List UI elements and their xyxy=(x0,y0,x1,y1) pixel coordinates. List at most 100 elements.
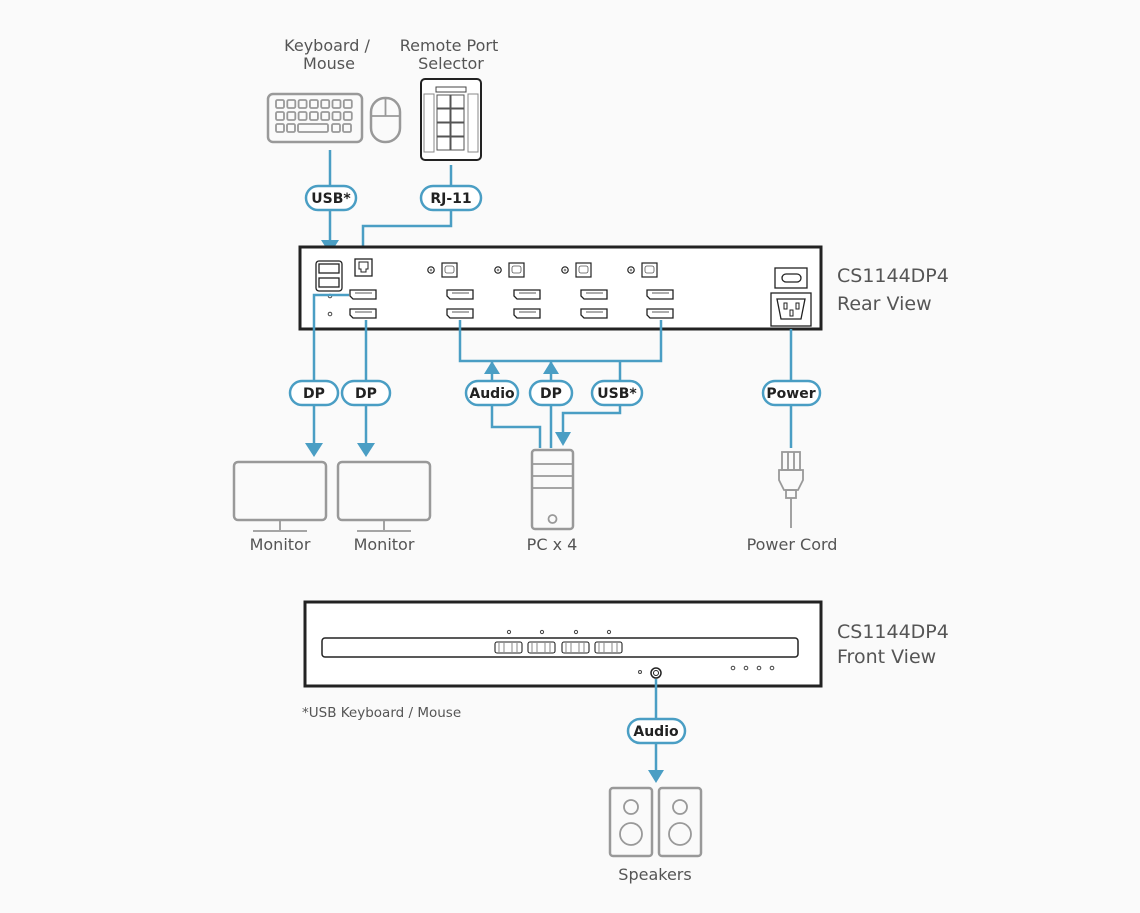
keyboard-key xyxy=(342,111,353,121)
rj11-pill-label: RJ-11 xyxy=(430,191,471,207)
displayport-port xyxy=(646,308,674,319)
dp-pc-label: DP xyxy=(540,386,562,402)
monitor-1-cable xyxy=(312,293,349,381)
keyboard-key xyxy=(286,99,297,109)
keyboard-key xyxy=(297,123,329,133)
front-view-label: Front View xyxy=(837,646,936,668)
usb-port xyxy=(318,263,340,274)
selector-key xyxy=(436,94,451,109)
usb-pc-pill: USB* xyxy=(590,379,644,407)
usb-pc-label: USB* xyxy=(597,386,637,402)
arrow-down-icon xyxy=(648,770,664,783)
footnote: *USB Keyboard / Mouse xyxy=(302,705,461,721)
dp-pc-pill: DP xyxy=(528,379,574,407)
arrow-up-icon xyxy=(484,361,500,374)
power-cord-label: Power Cord xyxy=(747,535,838,554)
monitor-2-icon xyxy=(336,460,432,532)
pc-label: PC x 4 xyxy=(527,535,578,554)
dp-monitor-2-label: DP xyxy=(355,386,377,402)
pc-port-bus xyxy=(458,320,663,363)
dp-monitor-1-pill: DP xyxy=(288,379,340,407)
keyboard-key xyxy=(342,123,352,133)
usb-b-port xyxy=(575,262,592,278)
audio-speaker-pill: Audio xyxy=(626,717,687,745)
front-view-model: CS1144DP4 xyxy=(837,621,949,643)
monitor-2-label: Monitor xyxy=(354,535,415,554)
power-pill: Power xyxy=(761,379,822,407)
rj11-cable-lower xyxy=(361,210,453,256)
displayport-port xyxy=(513,289,541,300)
power-plug-icon xyxy=(778,451,804,528)
kvm-front-panel xyxy=(303,600,823,688)
port-led xyxy=(506,629,512,635)
usb-b-port xyxy=(508,262,525,278)
displayport-port xyxy=(580,289,608,300)
selector-key xyxy=(436,122,451,137)
mouse-icon xyxy=(369,96,402,144)
displayport-port xyxy=(349,289,377,300)
keyboard-key xyxy=(320,111,331,121)
keyboard-key xyxy=(331,99,342,109)
keyboard-key xyxy=(275,111,285,121)
usb-cable-lower xyxy=(561,405,622,432)
port-led xyxy=(606,629,612,635)
rear-view-label: Rear View xyxy=(837,293,932,315)
keyboard-key xyxy=(297,111,308,121)
usb-port xyxy=(318,277,340,288)
power-pill-label: Power xyxy=(766,386,815,402)
arrow-up-icon xyxy=(543,361,559,374)
arrow-down-icon xyxy=(555,432,571,446)
audio-jack xyxy=(650,667,662,679)
keyboard-key xyxy=(286,111,297,121)
usb-b-port xyxy=(441,262,458,278)
kvm-rear-panel xyxy=(298,245,823,331)
displayport-port xyxy=(580,308,608,319)
displayport-port xyxy=(349,308,377,319)
port-led xyxy=(539,629,545,635)
remote-port-selector-label-line1: Remote Port xyxy=(400,36,499,55)
monitor-1-label: Monitor xyxy=(250,535,311,554)
port-select-button xyxy=(561,641,590,654)
displayport-port xyxy=(513,308,541,319)
selector-key xyxy=(436,136,451,151)
speakers-label: Speakers xyxy=(618,865,691,884)
rj11-socket-icon xyxy=(358,261,369,273)
speakers-icon xyxy=(608,786,703,858)
keyboard-key xyxy=(308,111,319,121)
audio-cable-lower xyxy=(490,405,542,448)
keyboard-key xyxy=(331,123,341,133)
keyboard-icon xyxy=(266,92,364,144)
port-select-button xyxy=(494,641,523,654)
displayport-port xyxy=(646,289,674,300)
usb-b-port xyxy=(641,262,658,278)
keyboard-key xyxy=(297,99,308,109)
keyboard-key xyxy=(308,99,319,109)
audio-pc-label: Audio xyxy=(469,386,515,402)
keyboard-key xyxy=(275,99,285,109)
keyboard-key xyxy=(286,123,296,133)
keyboard-mouse-label-line1: Keyboard / xyxy=(284,36,370,55)
selector-key xyxy=(450,94,465,109)
selector-key xyxy=(450,108,465,123)
keyboard-mouse-label-line2: Mouse xyxy=(303,54,355,73)
arrow-down-icon xyxy=(357,443,375,457)
usb-keyboard-pill-label: USB* xyxy=(311,191,351,207)
arrow-down-icon xyxy=(305,443,323,457)
dp-monitor-1-label: DP xyxy=(303,386,325,402)
remote-port-selector-icon xyxy=(420,78,482,161)
rj11-pill: RJ-11 xyxy=(419,184,483,212)
power-switch xyxy=(774,267,808,289)
dp-monitor-2-pill: DP xyxy=(340,379,392,407)
keyboard-key xyxy=(342,99,353,109)
selector-key xyxy=(450,136,465,151)
keyboard-key xyxy=(320,99,331,109)
keyboard-key xyxy=(331,111,342,121)
displayport-port xyxy=(446,289,474,300)
keyboard-key xyxy=(275,123,285,133)
selector-key xyxy=(450,122,465,137)
audio-speaker-label: Audio xyxy=(633,724,679,740)
selector-key xyxy=(436,108,451,123)
port-select-button xyxy=(527,641,556,654)
pc-tower-icon xyxy=(530,448,575,531)
